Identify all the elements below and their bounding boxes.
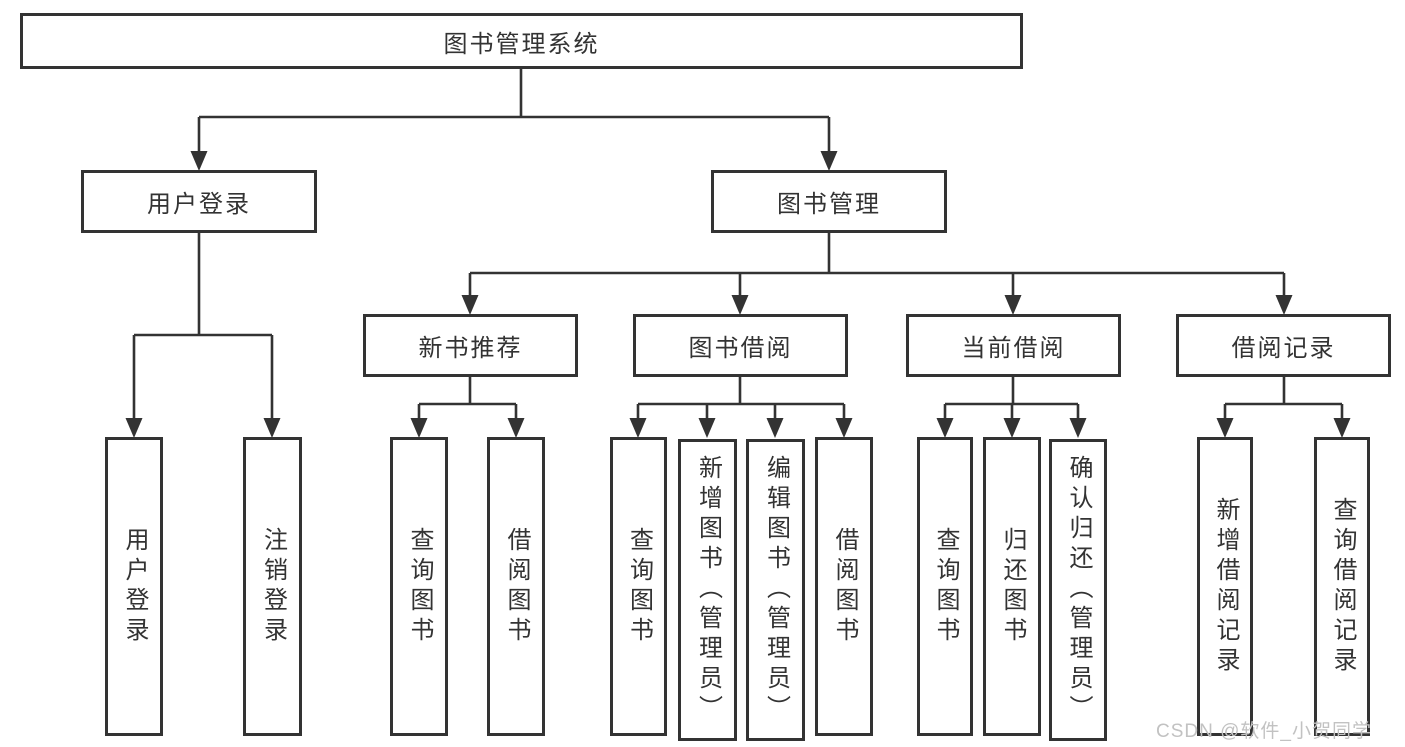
leaf-current-query-books: 查询图书 xyxy=(917,437,973,736)
node-library-management-system: 图书管理系统 xyxy=(20,13,1023,69)
leaf-user-login: 用户登录 xyxy=(105,437,163,736)
node-current-borrowing: 当前借阅 xyxy=(906,314,1121,377)
leaf-current-confirm-return-admin: 确认归还（管理员） xyxy=(1049,439,1107,741)
leaf-borrow-borrow-books: 借阅图书 xyxy=(815,437,873,736)
node-borrow-records: 借阅记录 xyxy=(1176,314,1391,377)
leaf-borrow-add-books-admin: 新增图书（管理员） xyxy=(678,439,737,741)
leaf-current-return-books: 归还图书 xyxy=(983,437,1041,736)
leaf-borrow-query-books: 查询图书 xyxy=(610,437,667,736)
leaf-newrec-borrow-books: 借阅图书 xyxy=(487,437,545,736)
node-book-management: 图书管理 xyxy=(711,170,947,233)
leaf-records-add-record: 新增借阅记录 xyxy=(1197,437,1253,736)
node-new-book-recommend: 新书推荐 xyxy=(363,314,578,377)
node-user-login: 用户登录 xyxy=(81,170,317,233)
node-book-borrowing: 图书借阅 xyxy=(633,314,848,377)
csdn-watermark: CSDN @软件_小贺同学 xyxy=(1156,721,1372,742)
leaf-records-query-record: 查询借阅记录 xyxy=(1314,437,1370,736)
leaf-newrec-query-books: 查询图书 xyxy=(390,437,448,736)
leaf-borrow-edit-books-admin: 编辑图书（管理员） xyxy=(746,439,805,741)
leaf-logout-login: 注销登录 xyxy=(243,437,302,736)
